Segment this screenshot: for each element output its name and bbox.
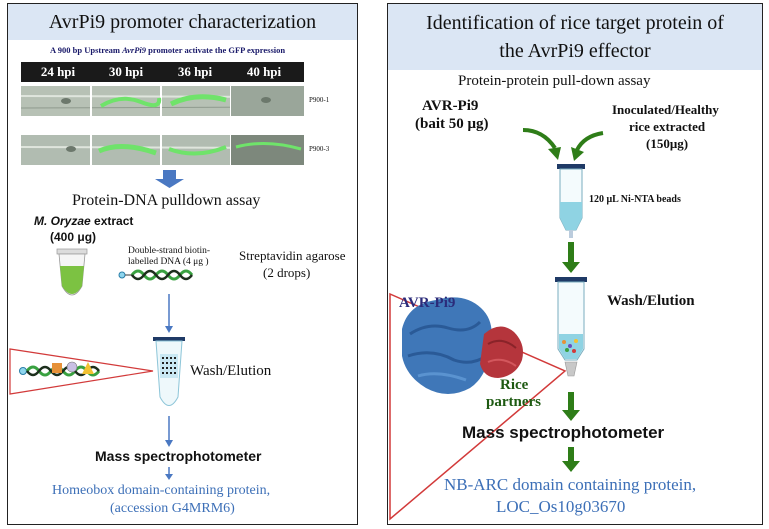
right-panel-title: Identification of rice target protein of…: [388, 4, 762, 70]
extract-amount: (400 μg): [50, 230, 97, 244]
row-label: P900-3: [309, 145, 330, 153]
down-arrow-icon: [562, 392, 580, 421]
mass-spec-label: Mass spectrophotometer: [95, 448, 262, 464]
extract-organism: M. Oryzae: [34, 214, 91, 228]
left-panel: AvrPi9 promoter characterization A 900 b…: [7, 3, 358, 525]
row-label: P900-1: [309, 96, 330, 104]
right-title-line2: the AvrPi9 effector: [499, 40, 651, 62]
timepoint-label: 24 hpi: [40, 64, 76, 79]
right-title-line1: Identification of rice target protein of: [426, 12, 724, 34]
protein-dna-assay-title: Protein-DNA pulldown assay: [72, 192, 261, 209]
streptavidin-amount: (2 drops): [263, 265, 311, 280]
down-arrow-icon: [165, 294, 173, 333]
rice-extract-label: Inoculated/Healthy: [612, 102, 719, 117]
protein-structure-icon: [402, 297, 523, 394]
micrograph-row: [21, 135, 304, 165]
rice-extract-amount: (150μg): [646, 136, 689, 151]
timepoint-header: [21, 62, 304, 82]
down-arrow-icon: [155, 170, 184, 188]
result-locus: LOC_Os10g03670: [496, 497, 626, 516]
timepoint-label: 40 hpi: [246, 64, 282, 79]
bait-label: AVR-Pi9: [422, 98, 479, 114]
extract-suffix: extract: [90, 214, 134, 228]
micrograph-image: [21, 86, 304, 116]
rice-partners-label: Rice: [500, 377, 529, 393]
avr-pi9-protein-label: AVR-Pi9: [399, 295, 456, 311]
dna-label-line1: Double-strand biotin-: [128, 246, 211, 256]
rice-extract-label2: rice extracted: [629, 119, 706, 134]
rice-partners-label2: partners: [486, 394, 541, 410]
micrograph-image: [21, 135, 304, 165]
beads-label: 120 μL Ni-NTA beads: [589, 194, 681, 205]
gfp-subtitle: A 900 bp Upstream AvrPi9 promoter activa…: [50, 45, 285, 55]
biotin-dna-icon: [118, 269, 194, 281]
ni-nta-column-icon: [557, 164, 585, 238]
wash-elution-label: Wash/Elution: [607, 293, 695, 309]
gfp-subtitle-suffix: promoter activate the GFP expression: [146, 45, 286, 55]
zoom-triangle: [9, 348, 154, 395]
result-protein: Homeobox domain-containing protein,: [52, 483, 271, 498]
extract-label: M. Oryzae extract: [34, 214, 133, 228]
down-arrow-icon: [165, 416, 173, 447]
down-arrow-icon: [562, 242, 580, 273]
gfp-subtitle-prefix: A 900 bp Upstream: [50, 45, 123, 55]
right-diagram-graphics: [389, 128, 604, 521]
timepoint-label: 36 hpi: [177, 64, 213, 79]
mass-spec-label: Mass spectrophotometer: [462, 423, 665, 442]
result-accession: (accession G4MRM6): [110, 501, 235, 516]
right-panel: Identification of rice target protein of…: [387, 3, 763, 525]
curved-arrow-icon: [571, 131, 604, 161]
dna-label-line2: labelled DNA (4 μg ): [128, 257, 209, 267]
result-protein: NB-ARC domain containing protein,: [444, 475, 697, 494]
left-diagram-graphics: [9, 170, 194, 480]
left-panel-title: AvrPi9 promoter characterization: [8, 4, 357, 40]
timepoint-label: 30 hpi: [108, 64, 144, 79]
wash-column-icon: [555, 277, 587, 377]
down-arrow-icon: [165, 467, 173, 480]
elution-tube-icon: [153, 337, 185, 406]
curved-arrow-icon: [522, 128, 561, 160]
extract-tube-icon: [56, 248, 88, 296]
wash-elution-label: Wash/Elution: [190, 363, 272, 379]
protein-protein-assay-title: Protein-protein pull-down assay: [458, 73, 651, 89]
down-arrow-icon: [562, 447, 580, 472]
micrograph-row: [21, 86, 304, 116]
streptavidin-label: Streptavidin agarose: [239, 248, 346, 263]
bait-amount: (bait 50 μg): [415, 116, 489, 132]
gfp-subtitle-gene: AvrPi9: [122, 45, 147, 55]
